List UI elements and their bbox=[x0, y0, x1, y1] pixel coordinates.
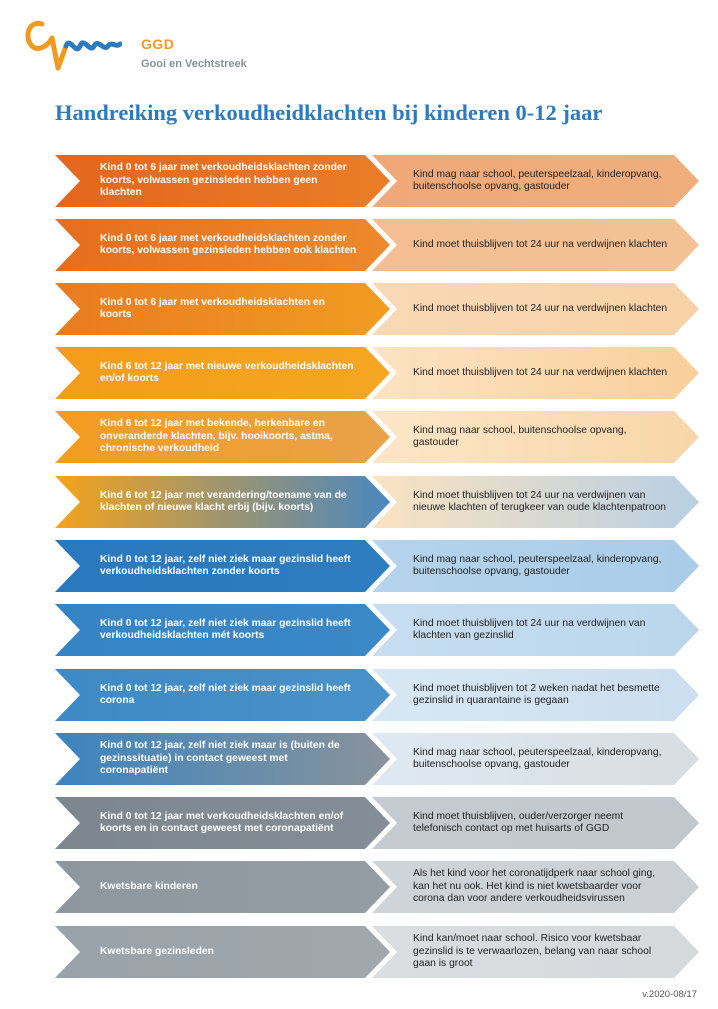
condition-arrow: Kind 0 tot 12 jaar, zelf niet ziek maar … bbox=[55, 540, 390, 592]
condition-arrow: Kind 0 tot 12 jaar, zelf niet ziek maar … bbox=[55, 733, 390, 785]
advice-row: Kind 0 tot 12 jaar, zelf niet ziek maar … bbox=[0, 733, 718, 785]
advice-arrow: Kind kan/moet naar school. Risico voor k… bbox=[372, 926, 699, 978]
condition-arrow: Kind 0 tot 6 jaar met verkoudheidsklacht… bbox=[55, 219, 390, 271]
advice-arrow: Kind moet thuisblijven tot 24 uur na ver… bbox=[372, 347, 699, 399]
advice-text: Kind mag naar school, peuterspeelzaal, k… bbox=[413, 746, 662, 770]
advice-arrow: Kind mag naar school, peuterspeelzaal, k… bbox=[372, 540, 699, 592]
advice-row: Kwetsbare gezinsleden Kind kan/moet naar … bbox=[0, 926, 718, 978]
advice-arrow: Kind moet thuisblijven tot 24 uur na ver… bbox=[372, 283, 699, 335]
condition-text: Kind 6 tot 12 jaar met nieuwe verkoudhei… bbox=[100, 360, 354, 384]
advice-text: Kind moet thuisblijven tot 24 uur na ver… bbox=[413, 489, 667, 513]
condition-text: Kind 0 tot 6 jaar met verkoudheidsklacht… bbox=[100, 296, 325, 320]
advice-row: Kwetsbare kinderen Als het kind voor het … bbox=[0, 861, 718, 913]
advice-row: Kind 0 tot 12 jaar, zelf niet ziek maar … bbox=[0, 540, 718, 592]
advice-row: Kind 0 tot 12 jaar met verkoudheidsklach… bbox=[0, 797, 718, 849]
advice-row: Kind 0 tot 6 jaar met verkoudheidsklacht… bbox=[0, 155, 718, 207]
advice-row: Kind 0 tot 12 jaar, zelf niet ziek maar … bbox=[0, 669, 718, 721]
advice-arrow: Kind mag naar school, buitenschoolse opv… bbox=[372, 411, 699, 463]
advice-text: Kind mag naar school, peuterspeelzaal, k… bbox=[413, 168, 662, 192]
advice-text: Kind moet thuisblijven tot 2 weken nadat… bbox=[413, 682, 660, 706]
advice-text: Kind kan/moet naar school. Risico voor k… bbox=[413, 933, 652, 970]
condition-arrow: Kind 0 tot 6 jaar met verkoudheidsklacht… bbox=[55, 155, 390, 207]
condition-arrow: Kind 0 tot 12 jaar met verkoudheidsklach… bbox=[55, 797, 390, 849]
advice-row: Kind 0 tot 12 jaar, zelf niet ziek maar … bbox=[0, 604, 718, 656]
condition-arrow: Kind 6 tot 12 jaar met verandering/toena… bbox=[55, 476, 390, 528]
condition-text: Kind 0 tot 6 jaar met verkoudheidsklacht… bbox=[100, 162, 347, 199]
condition-text: Kind 0 tot 12 jaar, zelf niet ziek maar … bbox=[100, 740, 340, 777]
advice-text: Kind mag naar school, buitenschoolse opv… bbox=[413, 424, 627, 448]
advice-arrow: Kind mag naar school, peuterspeelzaal, k… bbox=[372, 155, 699, 207]
advice-text: Kind moet thuisblijven tot 24 uur na ver… bbox=[413, 366, 668, 378]
advice-text: Kind moet thuisblijven, ouder/verzorger … bbox=[413, 810, 624, 834]
ggd-logo-icon bbox=[25, 20, 122, 71]
condition-arrow: Kwetsbare kinderen bbox=[55, 861, 390, 913]
condition-text: Kwetsbare gezinsleden bbox=[100, 945, 214, 957]
condition-text: Kind 6 tot 12 jaar met verandering/toena… bbox=[100, 489, 347, 513]
advice-text: Kind moet thuisblijven tot 24 uur na ver… bbox=[413, 617, 646, 641]
condition-arrow: Kind 6 tot 12 jaar met bekende, herkenba… bbox=[55, 411, 390, 463]
condition-text: Kind 0 tot 12 jaar, zelf niet ziek maar … bbox=[100, 553, 351, 577]
condition-arrow: Kwetsbare gezinsleden bbox=[55, 926, 390, 978]
condition-arrow: Kind 0 tot 12 jaar, zelf niet ziek maar … bbox=[55, 604, 390, 656]
condition-arrow: Kind 6 tot 12 jaar met nieuwe verkoudhei… bbox=[55, 347, 390, 399]
condition-text: Kind 0 tot 12 jaar met verkoudheidsklach… bbox=[100, 810, 344, 834]
condition-arrow: Kind 0 tot 12 jaar, zelf niet ziek maar … bbox=[55, 669, 390, 721]
advice-row: Kind 6 tot 12 jaar met bekende, herkenba… bbox=[0, 411, 718, 463]
condition-arrow: Kind 0 tot 6 jaar met verkoudheidsklacht… bbox=[55, 283, 390, 335]
logo-orange-stroke bbox=[25, 20, 69, 71]
advice-arrow: Kind moet thuisblijven tot 24 uur na ver… bbox=[372, 604, 699, 656]
advice-arrow: Kind moet thuisblijven tot 2 weken nadat… bbox=[372, 669, 699, 721]
condition-text: Kind 0 tot 12 jaar, zelf niet ziek maar … bbox=[100, 682, 351, 706]
advice-text: Kind mag naar school, peuterspeelzaal, k… bbox=[413, 553, 662, 577]
condition-text: Kwetsbare kinderen bbox=[100, 880, 198, 892]
advice-row: Kind 0 tot 6 jaar met verkoudheidsklacht… bbox=[0, 283, 718, 335]
condition-text: Kind 6 tot 12 jaar met bekende, herkenba… bbox=[100, 418, 333, 455]
org-name: GGD bbox=[141, 36, 175, 52]
advice-row: Kind 6 tot 12 jaar met nieuwe verkoudhei… bbox=[0, 347, 718, 399]
advice-text: Kind moet thuisblijven tot 24 uur na ver… bbox=[413, 238, 668, 250]
logo-blue-wave bbox=[63, 40, 122, 52]
condition-text: Kind 0 tot 12 jaar, zelf niet ziek maar … bbox=[100, 617, 351, 641]
advice-text: Kind moet thuisblijven tot 24 uur na ver… bbox=[413, 302, 668, 314]
advice-arrow: Kind moet thuisblijven tot 24 uur na ver… bbox=[372, 476, 699, 528]
org-subtitle: Gooi en Vechtstreek bbox=[141, 58, 247, 70]
advice-arrow: Kind moet thuisblijven, ouder/verzorger … bbox=[372, 797, 699, 849]
advice-arrow: Kind moet thuisblijven tot 24 uur na ver… bbox=[372, 219, 699, 271]
advice-arrow: Kind mag naar school, peuterspeelzaal, k… bbox=[372, 733, 699, 785]
advice-text: Als het kind voor het coronatijdperk naa… bbox=[413, 868, 656, 905]
advice-arrow: Als het kind voor het coronatijdperk naa… bbox=[372, 861, 699, 913]
page-title: Handreiking verkoudheidklachten bij kind… bbox=[55, 100, 603, 125]
condition-text: Kind 0 tot 6 jaar met verkoudheidsklacht… bbox=[100, 232, 357, 256]
version-label: v.2020-08/17 bbox=[642, 989, 697, 1000]
advice-row: Kind 6 tot 12 jaar met verandering/toena… bbox=[0, 476, 718, 528]
advice-row: Kind 0 tot 6 jaar met verkoudheidsklacht… bbox=[0, 219, 718, 271]
